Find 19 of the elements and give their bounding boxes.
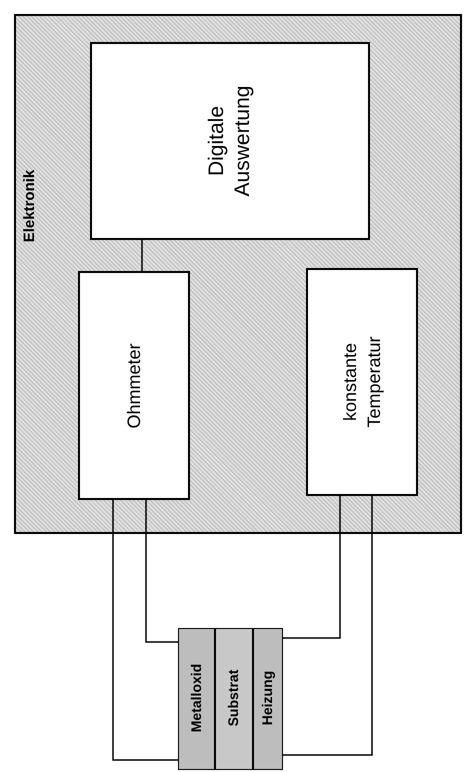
sensor-layer: [215, 628, 253, 770]
process-box: [90, 42, 370, 240]
wire: [283, 496, 341, 639]
node-label: konstante Temperatur: [339, 335, 385, 430]
wire: [145, 500, 178, 643]
wire: [112, 500, 178, 761]
node-label: Substrat: [224, 668, 242, 728]
node-label: Heizung: [258, 670, 276, 728]
electronics-panel: [14, 14, 462, 534]
process-box: [78, 271, 190, 500]
wire: [283, 496, 373, 756]
node-label: Metalloxid: [186, 662, 204, 734]
node-label: Ohmmeter: [122, 342, 144, 430]
process-box: [306, 268, 418, 496]
sensor-layer: [253, 628, 283, 770]
panel-title: Elektronik: [20, 168, 39, 244]
sensor-layer: [178, 628, 215, 770]
wire: [141, 240, 143, 271]
node-label: Digitale Auswertung: [204, 84, 255, 198]
